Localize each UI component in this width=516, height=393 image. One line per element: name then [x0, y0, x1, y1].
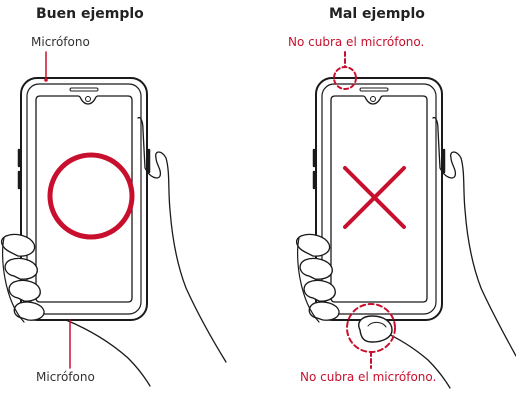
- bad-palm-edge: [297, 237, 320, 323]
- good-phone-inner: [26, 83, 142, 315]
- good-finger-1: [0, 233, 36, 257]
- bad-finger-1: [295, 233, 331, 257]
- good-hand-back: [137, 116, 227, 363]
- good-front-camera: [85, 96, 91, 102]
- good-finger-3: [8, 279, 41, 302]
- circle-icon: [47, 152, 135, 240]
- mic-bottom-label: Micrófono: [36, 370, 95, 384]
- good-example-illustration: [0, 51, 227, 387]
- good-hand-wrist: [65, 319, 151, 387]
- bad-finger-4: [308, 301, 340, 321]
- bad-phone-screen: [330, 95, 428, 303]
- bad-covering-thumb: [358, 315, 393, 343]
- bad-phone-inner: [321, 83, 437, 315]
- good-example-heading: Buen ejemplo: [36, 6, 144, 22]
- mic-top-label: Micrófono: [31, 35, 90, 49]
- good-phone-screen: [35, 95, 133, 303]
- bad-example-heading: Mal ejemplo: [329, 6, 425, 22]
- bad-finger-3: [303, 279, 336, 302]
- good-earpiece: [69, 87, 99, 92]
- bad-hand-wrist: [379, 329, 451, 389]
- warning-top-label: No cubra el micrófono.: [288, 35, 425, 49]
- good-finger-4: [13, 301, 45, 321]
- warning-bottom-label: No cubra el micrófono.: [300, 370, 437, 384]
- good-finger-2: [4, 257, 38, 280]
- bad-finger-2: [299, 257, 333, 280]
- good-phone-body: [20, 77, 148, 321]
- bad-example-illustration: [295, 51, 516, 389]
- bad-front-camera: [370, 96, 376, 102]
- bad-covering-thumb-nail: [367, 321, 387, 328]
- bad-earpiece: [359, 87, 389, 92]
- bad-phone-body: [315, 77, 443, 321]
- cross-icon-stroke-2: [343, 166, 406, 229]
- good-mic-top-dot: [44, 78, 48, 82]
- good-palm-edge: [2, 237, 25, 323]
- bad-hand-back: [432, 116, 516, 357]
